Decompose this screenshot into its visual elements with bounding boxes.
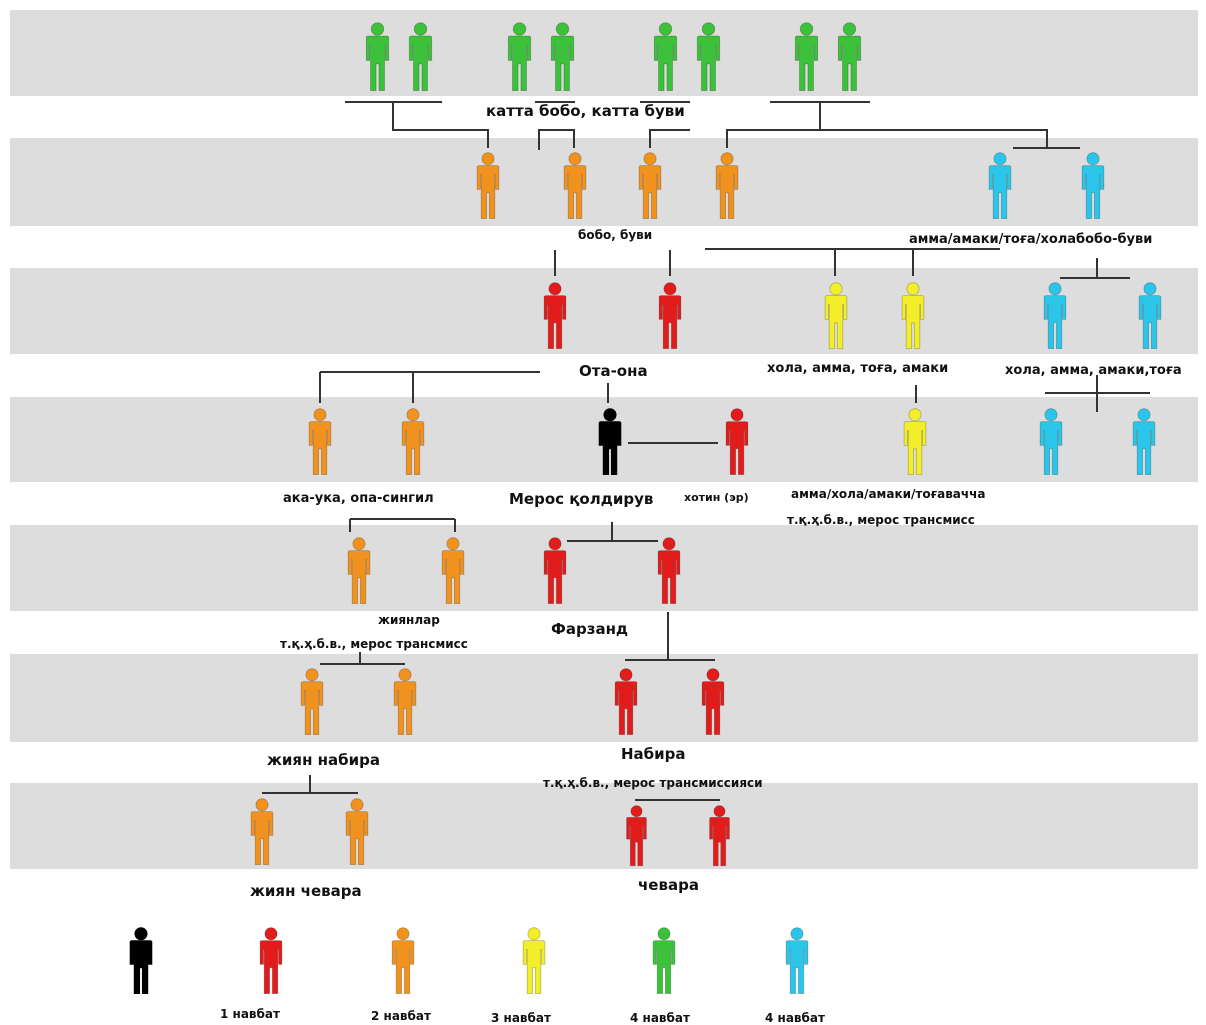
grandparent-person-icon	[638, 152, 662, 220]
great-grandparent-person-icon	[837, 22, 861, 92]
aunt-uncle-person-icon	[824, 282, 848, 350]
second-cousin-person-icon	[1132, 408, 1156, 476]
label-cousins: амма/хола/амаки/тоғавачча	[791, 487, 986, 501]
grand-aunt-uncle-child-person-icon	[1043, 282, 1067, 350]
label-deceased: Мерос қолдирув	[509, 490, 654, 508]
legend-person-icon-queue2	[391, 927, 415, 995]
parent-person-icon	[658, 282, 682, 350]
label-spouse: хотин (эр)	[684, 491, 749, 504]
connectors-grandparents	[554, 248, 1130, 279]
great-aunt-uncle-person-icon	[1081, 152, 1105, 220]
label-aunts-uncles-2: хола, амма, амаки,тоға	[1005, 363, 1182, 378]
grandparent-person-icon	[476, 152, 500, 220]
cousin-person-icon	[903, 408, 927, 476]
great-grandparent-person-icon	[653, 22, 677, 92]
aunt-uncle-person-icon	[901, 282, 925, 350]
sibling-person-icon	[308, 408, 332, 476]
deceased-person-icon	[598, 408, 622, 476]
great-grandnephew-person-icon	[250, 798, 274, 866]
grandchild-person-icon	[614, 668, 638, 736]
spouse-person-icon	[725, 408, 749, 476]
great-grandparent-person-icon	[507, 22, 531, 92]
great-grandchild-person-icon	[708, 805, 730, 867]
legend-person-icon-queue4_blue	[785, 927, 809, 995]
grandnephew-person-icon	[393, 668, 417, 736]
label-grandparents: бобо, буви	[578, 228, 653, 242]
connectors-great-grandparents	[345, 101, 1080, 150]
connectors-children	[349, 518, 658, 542]
label-parents: Ота-она	[579, 362, 648, 380]
connectors-grandchildren	[320, 612, 715, 665]
label-siblings: ака-ука, опа-сингил	[283, 491, 434, 506]
label-grandchildren-note: т.қ.ҳ.б.в., мерос трансмиссияси	[543, 776, 763, 790]
great-grandparent-person-icon	[696, 22, 720, 92]
label-great-grandnephews: жиян чевара	[250, 882, 362, 900]
label-nephews: жиянлар	[378, 613, 440, 627]
row-band-great-grandchildren	[10, 783, 1198, 869]
grandnephew-person-icon	[300, 668, 324, 736]
legend-person-icon-queue1	[259, 927, 283, 995]
row-band-children	[10, 525, 1198, 611]
child-person-icon	[543, 537, 567, 605]
legend-person-icon-heir	[129, 927, 153, 995]
legend-label-queue4-green: 4 навбат	[630, 1011, 690, 1025]
second-cousin-person-icon	[1039, 408, 1063, 476]
label-children: Фарзанд	[551, 620, 629, 638]
row-band-grandchildren	[10, 654, 1198, 742]
great-grandchild-person-icon	[625, 805, 647, 867]
label-grandnephews: жиян набира	[267, 751, 380, 769]
connectors-great-grandchildren	[262, 775, 720, 801]
nephew-person-icon	[347, 537, 371, 605]
legend-person-icon-queue3	[522, 927, 546, 995]
legend-label-queue2: 2 навбат	[371, 1009, 431, 1023]
label-cousins-note: т.қ.ҳ.б.в., мерос трансмисс	[787, 513, 975, 527]
label-grandchildren: Набира	[621, 745, 686, 763]
row-band-parents	[10, 268, 1198, 354]
grandparent-person-icon	[563, 152, 587, 220]
great-aunt-uncle-person-icon	[988, 152, 1012, 220]
label-nephews-note: т.қ.ҳ.б.в., мерос трансмисс	[280, 637, 468, 651]
grandparent-person-icon	[715, 152, 739, 220]
parent-person-icon	[543, 282, 567, 350]
sibling-person-icon	[401, 408, 425, 476]
legend-person-icon-queue4_green	[652, 927, 676, 995]
great-grandparent-person-icon	[365, 22, 389, 92]
row-band-great-grandparents	[10, 10, 1198, 96]
label-great-grandchildren: чевара	[638, 876, 699, 894]
grandchild-person-icon	[701, 668, 725, 736]
connectors-parents	[319, 371, 1150, 412]
great-grandnephew-person-icon	[345, 798, 369, 866]
label-great-aunts-uncles: амма/амаки/тоға/холабобо-буви	[909, 232, 1153, 247]
child-person-icon	[657, 537, 681, 605]
great-grandparent-person-icon	[794, 22, 818, 92]
label-great-grandparents: катта бобо, катта буви	[486, 102, 685, 120]
label-aunts-uncles: хола, амма, тоға, амаки	[767, 361, 949, 376]
great-grandparent-person-icon	[408, 22, 432, 92]
grand-aunt-uncle-child-person-icon	[1138, 282, 1162, 350]
great-grandparent-person-icon	[550, 22, 574, 92]
nephew-person-icon	[441, 537, 465, 605]
legend-label-queue4-blue: 4 навбат	[765, 1011, 825, 1025]
legend-label-queue3: 3 навбат	[491, 1011, 551, 1025]
legend-label-queue1: 1 навбат	[220, 1007, 280, 1021]
